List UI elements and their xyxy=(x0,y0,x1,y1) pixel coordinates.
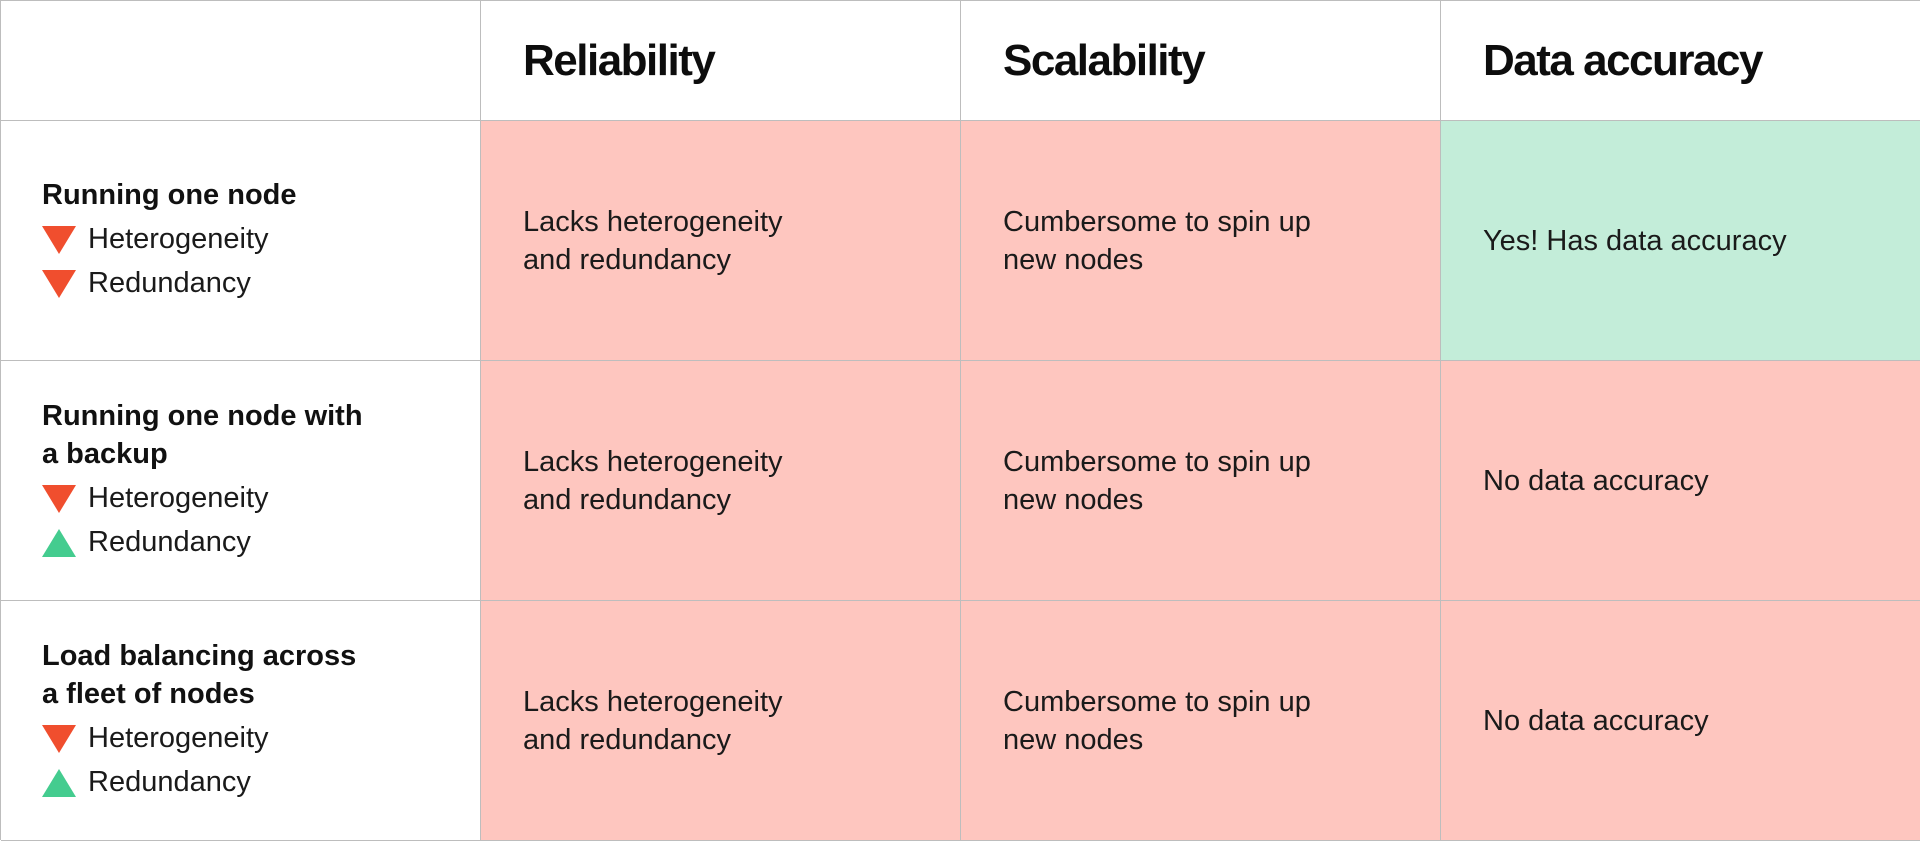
cell-text: Yes! Has data accuracy xyxy=(1483,224,1787,257)
row-title: Load balancing across a fleet of nodes xyxy=(42,639,357,710)
indicator-label: Heterogeneity xyxy=(88,223,269,255)
indicator-label: Redundancy xyxy=(88,766,251,798)
cell-text: Lacks heterogeneity and redundancy xyxy=(523,205,783,276)
cell-data-accuracy: No data accuracy xyxy=(1441,361,1920,601)
indicator-label: Heterogeneity xyxy=(88,722,269,754)
column-header-scalability: Scalability xyxy=(961,1,1441,121)
triangle-up-icon xyxy=(42,768,76,797)
cell-text: No data accuracy xyxy=(1483,704,1709,737)
column-header-data-accuracy: Data accuracy xyxy=(1441,1,1920,121)
indicator-heterogeneity: Heterogeneity xyxy=(42,477,363,521)
cell-reliability: Lacks heterogeneity and redundancy xyxy=(481,361,961,601)
cell-text: Lacks heterogeneity and redundancy xyxy=(523,685,783,756)
row-title: Running one node xyxy=(42,178,297,211)
row-title: Running one node with a backup xyxy=(42,399,363,470)
cell-scalability: Cumbersome to spin up new nodes xyxy=(961,601,1441,841)
triangle-down-icon xyxy=(42,484,76,513)
table-corner-cell xyxy=(1,1,481,121)
cell-reliability: Lacks heterogeneity and redundancy xyxy=(481,601,961,841)
cell-scalability: Cumbersome to spin up new nodes xyxy=(961,361,1441,601)
indicator-heterogeneity: Heterogeneity xyxy=(42,218,297,262)
row-header-running-one-node: Running one node Heterogeneity Redundanc… xyxy=(1,121,481,361)
triangle-down-icon xyxy=(42,724,76,753)
indicator-label: Redundancy xyxy=(88,267,251,299)
cell-reliability: Lacks heterogeneity and redundancy xyxy=(481,121,961,361)
indicator-redundancy: Redundancy xyxy=(42,262,297,306)
indicator-label: Heterogeneity xyxy=(88,482,269,514)
cell-data-accuracy: No data accuracy xyxy=(1441,601,1920,841)
cell-text: Lacks heterogeneity and redundancy xyxy=(523,445,783,516)
column-header-label: Reliability xyxy=(523,35,716,85)
cell-scalability: Cumbersome to spin up new nodes xyxy=(961,121,1441,361)
indicator-heterogeneity: Heterogeneity xyxy=(42,717,356,761)
cell-text: Cumbersome to spin up new nodes xyxy=(1003,445,1311,516)
indicator-redundancy: Redundancy xyxy=(42,521,363,565)
column-header-label: Data accuracy xyxy=(1483,35,1763,85)
triangle-down-icon xyxy=(42,269,76,298)
cell-data-accuracy: Yes! Has data accuracy xyxy=(1441,121,1920,361)
indicator-label: Redundancy xyxy=(88,526,251,558)
column-header-label: Scalability xyxy=(1003,35,1206,85)
cell-text: Cumbersome to spin up new nodes xyxy=(1003,685,1311,756)
indicator-redundancy: Redundancy xyxy=(42,761,356,805)
row-header-load-balancing: Load balancing across a fleet of nodes H… xyxy=(1,601,481,841)
cell-text: Cumbersome to spin up new nodes xyxy=(1003,205,1311,276)
row-header-one-node-with-backup: Running one node with a backup Heterogen… xyxy=(1,361,481,601)
triangle-up-icon xyxy=(42,528,76,557)
column-header-reliability: Reliability xyxy=(481,1,961,121)
cell-text: No data accuracy xyxy=(1483,464,1709,497)
triangle-down-icon xyxy=(42,225,76,254)
